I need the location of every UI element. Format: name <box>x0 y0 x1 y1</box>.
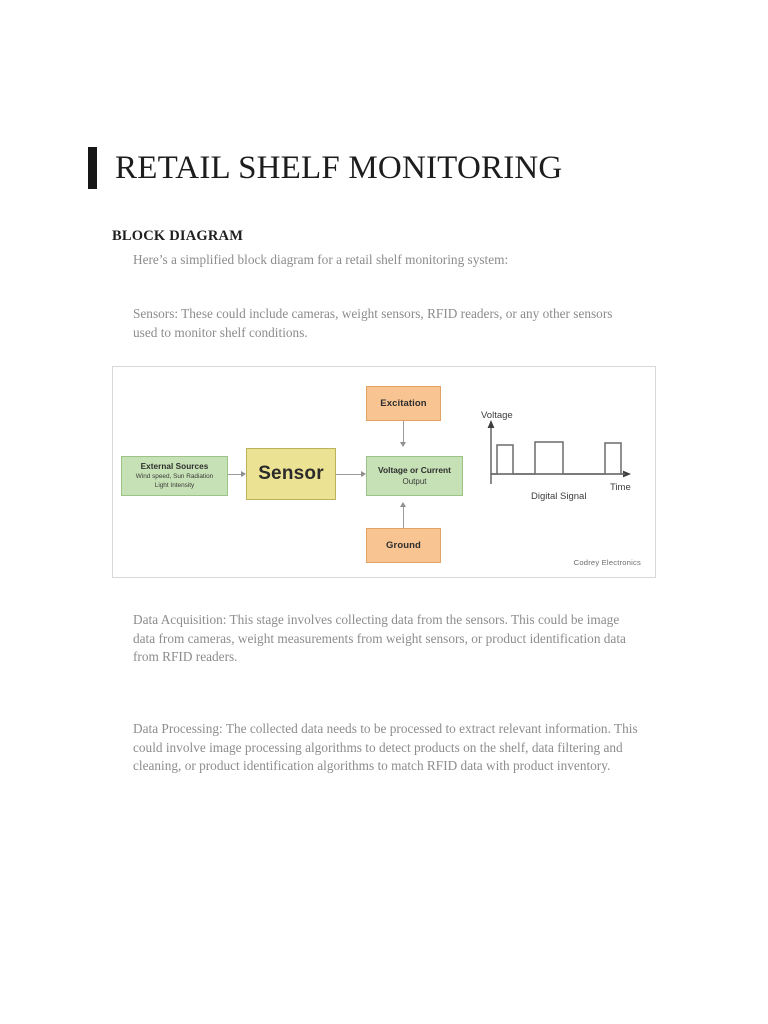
page-title: RETAIL SHELF MONITORING <box>115 149 563 186</box>
node-label-ground: Ground <box>386 540 421 551</box>
connector-ground-to-sensor <box>403 507 404 528</box>
digital-signal-svg <box>487 420 631 484</box>
node-label-output: Voltage or Current <box>378 465 451 475</box>
chart-signal-waveform <box>491 441 625 475</box>
block-diagram-figure: Excitation External Sources Wind speed, … <box>112 366 656 578</box>
paragraph-intro: Here’s a simplified block diagram for a … <box>133 252 509 267</box>
arrowhead-external-to-sensor <box>241 470 246 477</box>
chart-y-axis-arrowhead <box>487 420 495 428</box>
paragraph-sensors: Sensors: These could include cameras, we… <box>133 306 613 340</box>
paragraph-data-processing: Data Processing: The collected data need… <box>133 721 638 774</box>
digital-signal-chart: Voltage Time Digital Signal <box>473 410 648 522</box>
chart-xlabel: Time <box>610 482 631 493</box>
chart-ylabel: Voltage <box>481 410 513 421</box>
chart-title: Digital Signal <box>531 491 587 502</box>
diagram-node-excitation: Excitation <box>366 386 441 421</box>
node-label-external-sources: External Sources <box>140 461 209 471</box>
diagram-canvas: Excitation External Sources Wind speed, … <box>113 367 655 577</box>
arrowhead-ground-to-sensor <box>399 502 406 507</box>
connector-external-to-sensor <box>228 474 241 475</box>
connector-sensor-to-output <box>336 474 361 475</box>
arrowhead-sensor-to-output <box>361 470 366 477</box>
section-heading-block-diagram: BLOCK DIAGRAM <box>112 228 244 244</box>
node-sublabel-external-sources-line2: Light Intensity <box>154 482 195 489</box>
node-label-sensor: Sensor <box>258 463 324 484</box>
diagram-node-ground: Ground <box>366 528 441 563</box>
connector-excitation-to-sensor <box>403 421 404 442</box>
node-sublabel-output: Output <box>402 477 427 486</box>
arrowhead-excitation-to-sensor <box>399 442 406 447</box>
page-title-row: RETAIL SHELF MONITORING <box>88 147 562 189</box>
figure-watermark: Codrey Electronics <box>573 558 641 567</box>
node-sublabel-external-sources-line1: Wind speed, Sun Radiation <box>135 472 214 480</box>
diagram-node-external-sources: External Sources Wind speed, Sun Radiati… <box>121 456 228 496</box>
title-accent-bar <box>88 147 97 189</box>
paragraph-data-acquisition: Data Acquisition: This stage involves co… <box>133 612 626 665</box>
node-label-excitation: Excitation <box>380 398 427 409</box>
diagram-node-sensor: Sensor <box>246 448 336 500</box>
chart-x-axis-arrowhead <box>623 470 631 478</box>
diagram-node-output: Voltage or Current Output <box>366 456 463 496</box>
